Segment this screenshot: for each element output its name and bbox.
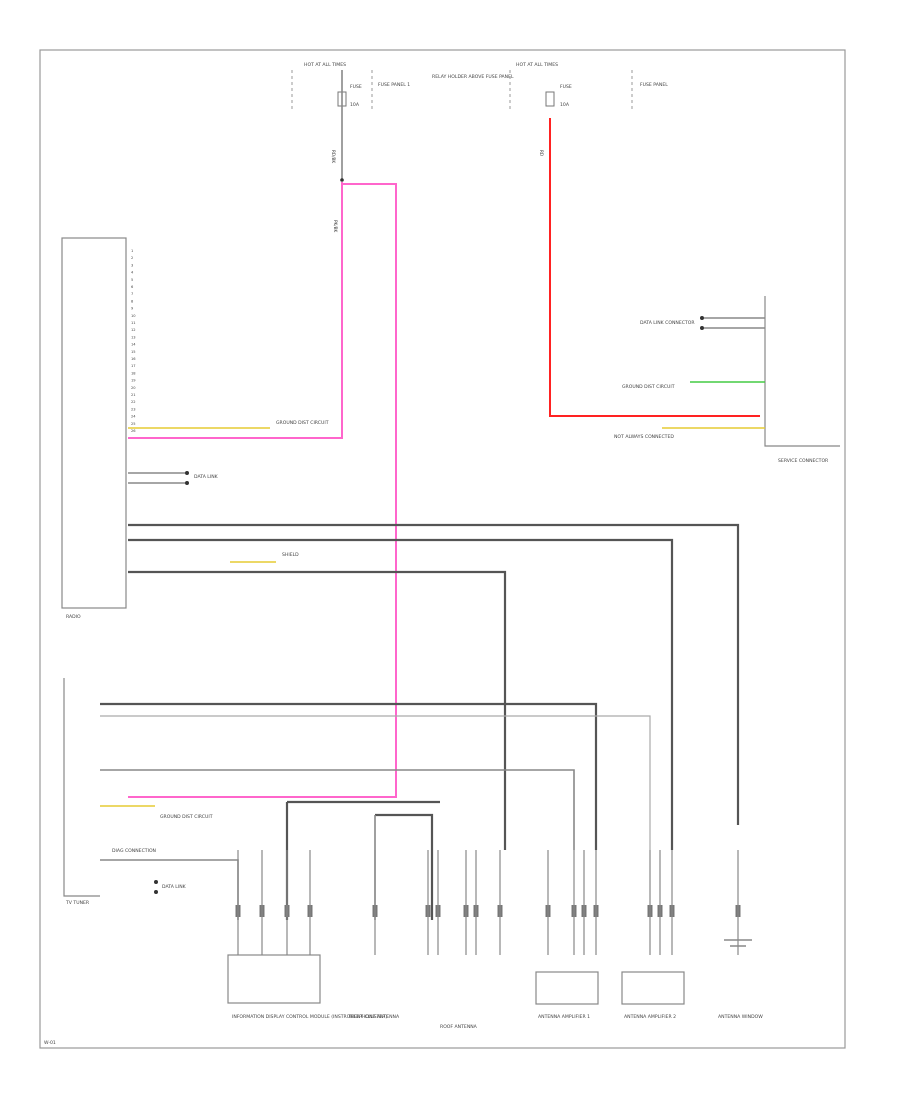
- module-radio-label: RADIO: [66, 614, 81, 620]
- fuse-right-symbol: [545, 91, 555, 107]
- component-amp2-label: ANTENNA AMPLIFIER 2: [624, 1014, 676, 1020]
- fuse-left-value: 10A: [350, 102, 360, 108]
- wire-service-data: [704, 317, 765, 329]
- radio-pin-number: 8: [131, 299, 134, 303]
- radio-ground-ref: GROUND DIST CIRCUIT: [276, 420, 329, 426]
- radio-pin-number: 16: [131, 357, 136, 361]
- wire-dark-3: [128, 570, 507, 850]
- terminal: [700, 316, 704, 320]
- radio-pin-number: 1: [131, 249, 133, 253]
- wire-gray-1: [100, 769, 575, 850]
- radio-pin-number: 20: [131, 386, 136, 390]
- radio-pin-number: 13: [131, 335, 136, 339]
- component-window: ANTENNA WINDOW: [718, 939, 763, 1020]
- component-window-label: ANTENNA WINDOW: [718, 1014, 763, 1020]
- service-note: GROUND DIST CIRCUIT: [622, 384, 675, 390]
- component-amp2: ANTENNA AMPLIFIER 2: [621, 971, 685, 1020]
- radio-pin-column: 1234567891011121314151617181920212223242…: [131, 249, 136, 433]
- wire-light-1: [100, 715, 651, 850]
- connector-stubs: [235, 850, 741, 955]
- radio-pin-number: 7: [131, 292, 133, 296]
- component-display-box: [227, 954, 321, 1004]
- terminal: [154, 880, 158, 884]
- fuse-right-label: FUSE: [560, 84, 572, 90]
- radio-pin-number: 4: [131, 271, 134, 275]
- radio-pin-number: 26: [131, 429, 136, 433]
- radio-pin-number: 14: [131, 343, 136, 347]
- wire-code-pink-run: PK/BK: [333, 220, 338, 233]
- tv-note: DIAG CONNECTION: [112, 848, 156, 854]
- module-tv-box: [63, 678, 100, 897]
- page-frame: [39, 49, 846, 1049]
- component-amp1-label: ANTENNA AMPLIFIER 1: [538, 1014, 590, 1020]
- component-display: INFORMATION DISPLAY CONTROL MODULE (INST…: [227, 954, 387, 1020]
- radio-pin-number: 19: [131, 379, 136, 383]
- radio-pin-number: 18: [131, 371, 136, 375]
- wire-pink: [128, 182, 397, 798]
- component-roof: ROOF ANTENNA: [440, 1024, 478, 1030]
- radio-pin-number: 12: [131, 328, 136, 332]
- wire-gray-3: [100, 859, 239, 920]
- radio-pin-number: 21: [131, 393, 136, 397]
- wire-radio-data: [128, 472, 185, 484]
- wire-dark-2: [128, 538, 674, 850]
- radio-pin-number: 11: [131, 321, 136, 325]
- wire-dark-1: [128, 523, 740, 825]
- splice-left: [340, 178, 344, 182]
- module-service-label: SERVICE CONNECTOR: [778, 458, 829, 464]
- fuse-left-panel: FUSE PANEL 1: [378, 82, 410, 88]
- fuse-left-label: FUSE: [350, 84, 362, 90]
- terminal: [154, 890, 158, 894]
- radio-pin-number: 6: [131, 285, 134, 289]
- page-ref: W-01: [44, 1040, 56, 1046]
- component-roof-label: ROOF ANTENNA: [440, 1024, 478, 1030]
- module-service-box: [764, 296, 840, 447]
- module-service-connector: SERVICE CONNECTOR DATA LINK CONNECTOR GR…: [614, 296, 840, 464]
- radio-pin-number: 10: [131, 314, 136, 318]
- radio-pin-number: 24: [131, 415, 136, 419]
- fuse-block-right: HOT AT ALL TIMES FUSE 10A FUSE PANEL RD: [509, 62, 668, 156]
- radio-pin-number: 2: [131, 256, 133, 260]
- component-display-label: INFORMATION DISPLAY CONTROL MODULE (INST…: [232, 1014, 387, 1020]
- radio-pin-number: 5: [131, 278, 133, 282]
- terminal: [700, 326, 704, 330]
- radio-pin-number: 22: [131, 400, 136, 404]
- radio-pin-number: 25: [131, 422, 136, 426]
- radio-pin-number: 3: [131, 263, 133, 267]
- wire-code-red-top: RD: [539, 150, 544, 156]
- fuse-left-note: RELAY HOLDER ABOVE FUSE PANEL: [432, 74, 514, 80]
- module-tv-tuner: TV TUNER GROUND DIST CIRCUIT DIAG CONNEC…: [63, 678, 651, 920]
- component-amp2-box: [621, 971, 685, 1005]
- radio-data-ref: DATA LINK: [194, 474, 219, 480]
- service-ground-ref: DATA LINK CONNECTOR: [640, 320, 695, 326]
- terminal: [185, 471, 189, 475]
- module-tv-label: TV TUNER: [65, 900, 90, 906]
- component-telephone: TELEPHONE ANTENNA: [347, 1014, 400, 1020]
- radio-pin-number: 15: [131, 350, 136, 354]
- terminal: [185, 481, 189, 485]
- module-radio: RADIO 1234567891011121314151617181920212…: [61, 237, 740, 850]
- wire-dark-4: [100, 702, 598, 850]
- fuse-right-panel: FUSE PANEL: [640, 82, 668, 88]
- radio-pin-number: 9: [131, 307, 134, 311]
- wire-red: [549, 118, 760, 417]
- fuse-right-value: 10A: [560, 102, 570, 108]
- radio-pin-number: 17: [131, 364, 136, 368]
- fuse-block-right-title: HOT AT ALL TIMES: [516, 62, 558, 68]
- component-amp1: ANTENNA AMPLIFIER 1: [535, 971, 599, 1020]
- component-amp1-box: [535, 971, 599, 1005]
- tv-data-ref: DATA LINK: [162, 884, 187, 890]
- module-radio-box: [61, 237, 127, 609]
- fuse-block-left-title: HOT AT ALL TIMES: [304, 62, 346, 68]
- radio-shield: SHIELD: [282, 552, 299, 558]
- fuse-block-left: HOT AT ALL TIMES FUSE 10A FUSE PANEL 1 R…: [291, 62, 514, 182]
- wire-dark-6: [375, 813, 434, 920]
- wire-code-pink-top: RD/BK: [331, 150, 336, 163]
- radio-pin-number: 23: [131, 407, 136, 411]
- tv-ground-ref: GROUND DIST CIRCUIT: [160, 814, 213, 820]
- component-telephone-label: TELEPHONE ANTENNA: [347, 1014, 400, 1020]
- service-pin-note: NOT ALWAYS CONNECTED: [614, 434, 674, 440]
